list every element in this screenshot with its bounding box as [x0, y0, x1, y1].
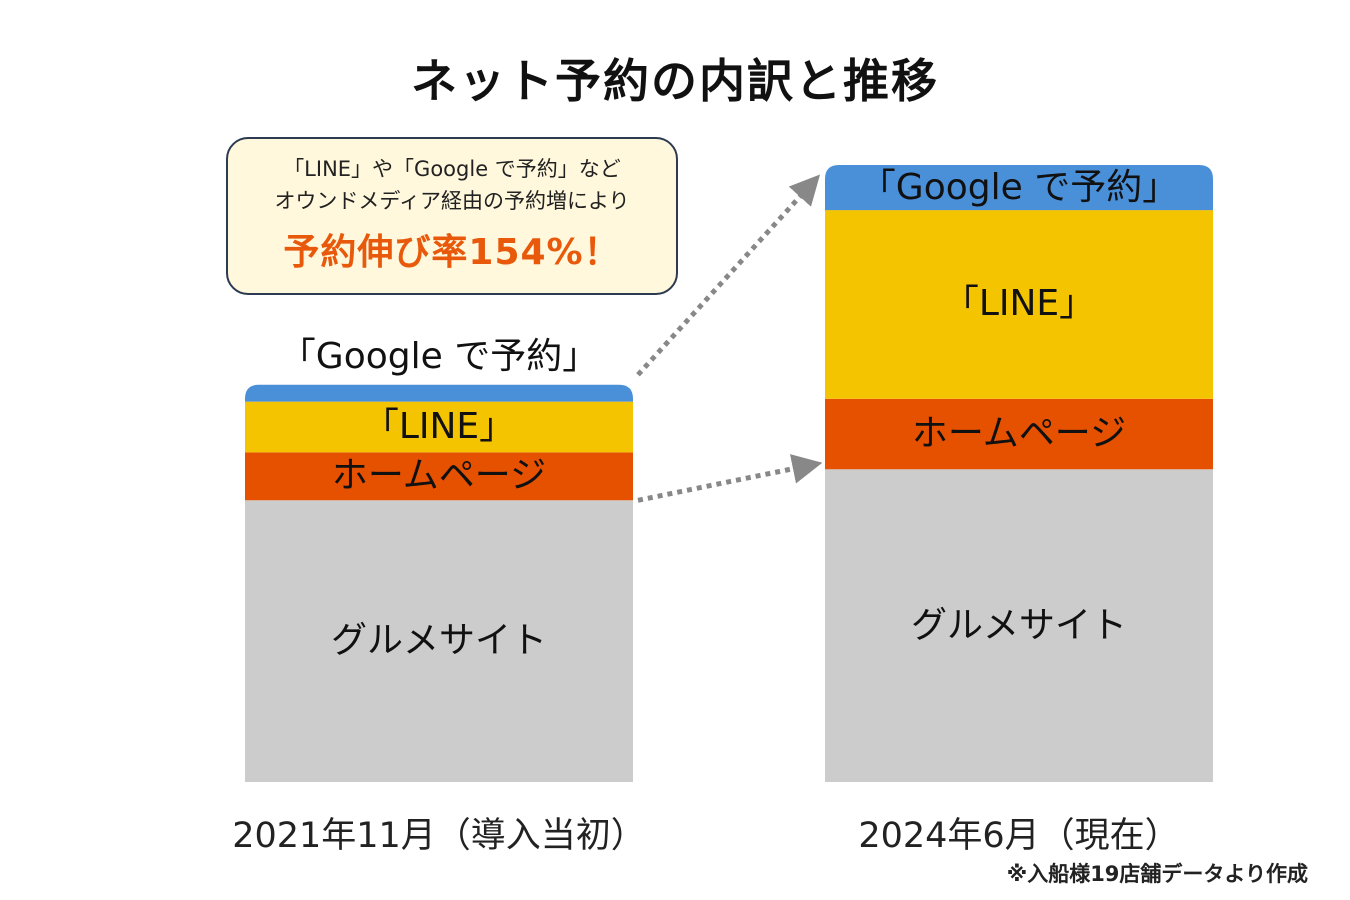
category-label-2: 2024年6月（現在） [858, 816, 1180, 856]
bar-2-segment-homepage [825, 398, 1213, 470]
source-note: ※入船様19店舗データより作成 [1006, 862, 1308, 886]
growth-rate-highlight: 予約伸び率154%！ [283, 232, 621, 273]
chart-title: ネット予約の内訳と推移 [411, 54, 939, 108]
callout-line-1: 「LINE」や「Google で予約」など [283, 157, 621, 181]
bar-2-segment-gourmet [825, 469, 1213, 782]
bar-1-segment-line [245, 401, 633, 453]
growth-callout: 「LINE」や「Google で予約」など オウンドメディア経由の予約増により … [226, 137, 678, 295]
category-label-1: 2021年11月（導入当初） [232, 816, 646, 856]
growth-arrow-total [636, 174, 821, 377]
bar-2-segment-google [825, 165, 1213, 211]
bar-2-segment-line [825, 210, 1213, 399]
bar-1-segment-google [245, 384, 633, 402]
growth-arrow-gourmet [637, 454, 823, 503]
bar-1-segment-homepage [245, 452, 633, 501]
bar-1-segment-gourmet [245, 500, 633, 782]
callout-line-2: オウンドメディア経由の予約増により [274, 189, 630, 213]
